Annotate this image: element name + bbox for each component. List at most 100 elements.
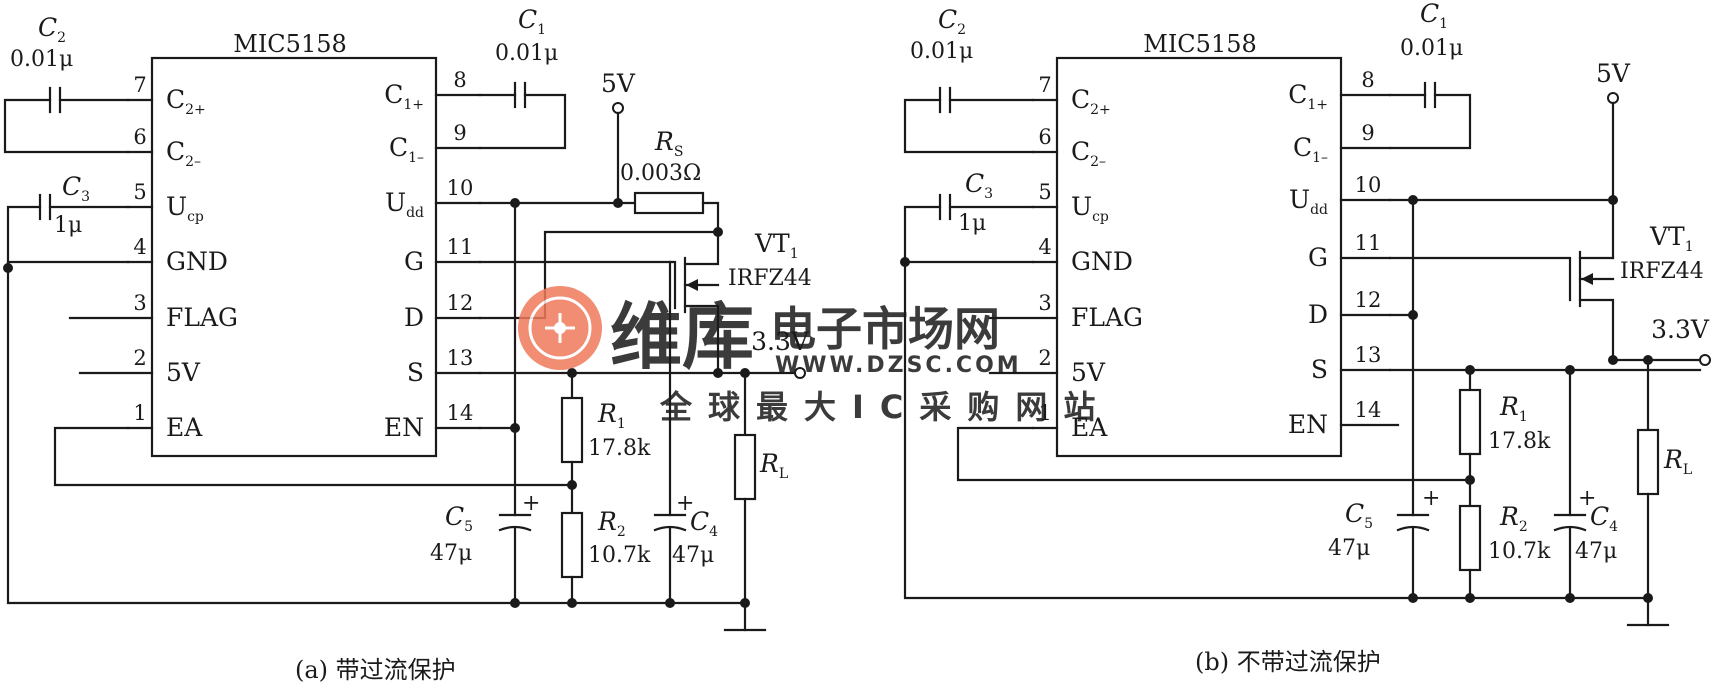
svg-text:5: 5 xyxy=(133,180,146,204)
svg-text:2: 2 xyxy=(133,346,146,370)
svg-text:1μ: 1μ xyxy=(54,213,82,238)
svg-text:C4: C4 xyxy=(1590,502,1618,535)
svg-text:10: 10 xyxy=(447,176,474,200)
svg-text:5V: 5V xyxy=(1071,358,1106,387)
capacitor-c4-a: + C4 47μ xyxy=(653,260,718,605)
svg-text:10.7k: 10.7k xyxy=(1488,539,1551,564)
svg-text:0.01μ: 0.01μ xyxy=(495,41,558,66)
svg-text:5: 5 xyxy=(1038,180,1051,204)
svg-text:C5: C5 xyxy=(445,502,473,535)
svg-text:47μ: 47μ xyxy=(672,543,714,568)
resistor-rl-a: RL xyxy=(723,371,788,632)
svg-text:FLAG: FLAG xyxy=(1071,303,1143,332)
caption-b: (b) 不带过流保护 xyxy=(1195,648,1381,676)
svg-text:RL: RL xyxy=(759,449,788,482)
svg-text:47μ: 47μ xyxy=(1328,536,1370,561)
svg-text:FLAG: FLAG xyxy=(166,303,238,332)
resistor-r1-a: R1 17.8k xyxy=(560,371,651,487)
svg-text:12: 12 xyxy=(1355,288,1382,312)
svg-text:13: 13 xyxy=(1355,343,1382,367)
svg-text:维库: 维库 xyxy=(610,295,754,379)
svg-text:WWW.DZSC.COM: WWW.DZSC.COM xyxy=(775,353,1022,378)
svg-text:RL: RL xyxy=(1663,445,1692,478)
resistor-r1-b: R1 17.8k xyxy=(1458,368,1551,482)
vout-terminal-a: 3.3V xyxy=(751,327,810,379)
svg-text:10.7k: 10.7k xyxy=(588,543,651,568)
svg-text:C2+: C2+ xyxy=(166,85,206,118)
svg-text:Ucp: Ucp xyxy=(1071,192,1109,225)
svg-text:C1: C1 xyxy=(518,5,546,38)
svg-text:EN: EN xyxy=(1288,410,1328,439)
svg-text:C1–: C1– xyxy=(1293,133,1328,166)
left-pins-b: 7 6 5 4 3 2 1 C2+ C2– Ucp GND FLAG 5V EA xyxy=(1038,73,1143,442)
svg-text:5V: 5V xyxy=(601,69,636,98)
svg-text:Udd: Udd xyxy=(385,188,424,221)
circuit-b: MIC5158 7 6 5 4 3 2 1 C2+ C2– Ucp GND FL… xyxy=(900,0,1711,676)
svg-text:2: 2 xyxy=(1038,346,1051,370)
svg-text:10: 10 xyxy=(1355,173,1382,197)
capacitor-c1-a: C1 0.01μ xyxy=(478,5,567,150)
svg-text:8: 8 xyxy=(453,68,466,92)
svg-text:C1+: C1+ xyxy=(1288,80,1328,113)
svg-text:9: 9 xyxy=(453,121,466,145)
svg-text:0.01μ: 0.01μ xyxy=(1400,36,1463,61)
svg-text:D: D xyxy=(1308,300,1328,329)
svg-text:R2: R2 xyxy=(1499,502,1528,535)
svg-text:+: + xyxy=(676,491,694,516)
capacitor-c3-a: C3 1μ xyxy=(6,172,130,270)
capacitor-c5-b: + C5 47μ xyxy=(1328,486,1440,600)
resistor-r2-a: R2 10.7k xyxy=(560,483,651,605)
svg-text:G: G xyxy=(404,247,424,276)
capacitor-c3-b: C3 1μ xyxy=(903,169,1035,264)
svg-text:17.8k: 17.8k xyxy=(1488,429,1551,454)
svg-text:R1: R1 xyxy=(1499,392,1528,425)
svg-text:C2: C2 xyxy=(38,13,66,46)
svg-text:GND: GND xyxy=(1071,247,1133,276)
svg-text:8: 8 xyxy=(1361,68,1374,92)
svg-text:0.01μ: 0.01μ xyxy=(10,47,73,72)
svg-text:12: 12 xyxy=(447,291,474,315)
svg-text:C2+: C2+ xyxy=(1071,85,1111,118)
vin-terminal-a: 5V xyxy=(601,69,636,205)
svg-text:RS: RS xyxy=(654,127,683,160)
mosfet-vt1-b: VT1 IRFZ44 xyxy=(1388,222,1704,362)
svg-text:3.3V: 3.3V xyxy=(751,327,810,356)
chip-body-b xyxy=(1055,56,1343,458)
svg-text:5V: 5V xyxy=(1596,59,1631,88)
svg-text:C1–: C1– xyxy=(389,133,424,166)
svg-text:14: 14 xyxy=(1355,398,1382,422)
svg-text:R2: R2 xyxy=(597,507,626,540)
svg-text:全球最大IC采购网站: 全球最大IC采购网站 xyxy=(659,388,1111,426)
left-pins-a: 7 6 5 4 3 2 1 C2+ C2– Ucp GND FLAG 5V EA xyxy=(133,73,238,442)
svg-text:C5: C5 xyxy=(1345,499,1373,532)
capacitor-c1-b: C1 0.01μ xyxy=(1388,0,1472,150)
resistor-rl-b: RL xyxy=(1626,358,1692,627)
svg-text:EN: EN xyxy=(384,413,424,442)
svg-text:7: 7 xyxy=(133,73,146,97)
svg-text:14: 14 xyxy=(447,401,474,425)
svg-text:6: 6 xyxy=(1038,125,1051,149)
svg-text:0.003Ω: 0.003Ω xyxy=(620,161,701,186)
svg-text:R1: R1 xyxy=(597,399,626,432)
watermark-logo-icon xyxy=(518,286,602,370)
svg-text:9: 9 xyxy=(1361,121,1374,145)
svg-text:C2–: C2– xyxy=(166,137,201,170)
vin-terminal-b: 5V xyxy=(1596,59,1631,260)
svg-text:3: 3 xyxy=(1038,291,1051,315)
svg-text:VT1: VT1 xyxy=(1649,222,1694,255)
svg-text:4: 4 xyxy=(133,235,146,259)
svg-text:6: 6 xyxy=(133,125,146,149)
svg-text:C2–: C2– xyxy=(1071,137,1106,170)
capacitor-c2-b: C2 0.01μ xyxy=(903,5,1035,154)
right-pins-a: 8 9 10 11 12 13 14 C1+ C1– Udd G D S EN xyxy=(384,68,473,442)
svg-text:3.3V: 3.3V xyxy=(1651,315,1710,344)
svg-text:C2: C2 xyxy=(938,5,966,38)
svg-text:3: 3 xyxy=(133,291,146,315)
svg-text:C4: C4 xyxy=(690,507,718,540)
svg-text:+: + xyxy=(1422,486,1440,511)
svg-text:EA: EA xyxy=(166,413,203,442)
svg-text:VT1: VT1 xyxy=(754,229,799,262)
svg-text:GND: GND xyxy=(166,247,228,276)
svg-text:7: 7 xyxy=(1038,73,1051,97)
